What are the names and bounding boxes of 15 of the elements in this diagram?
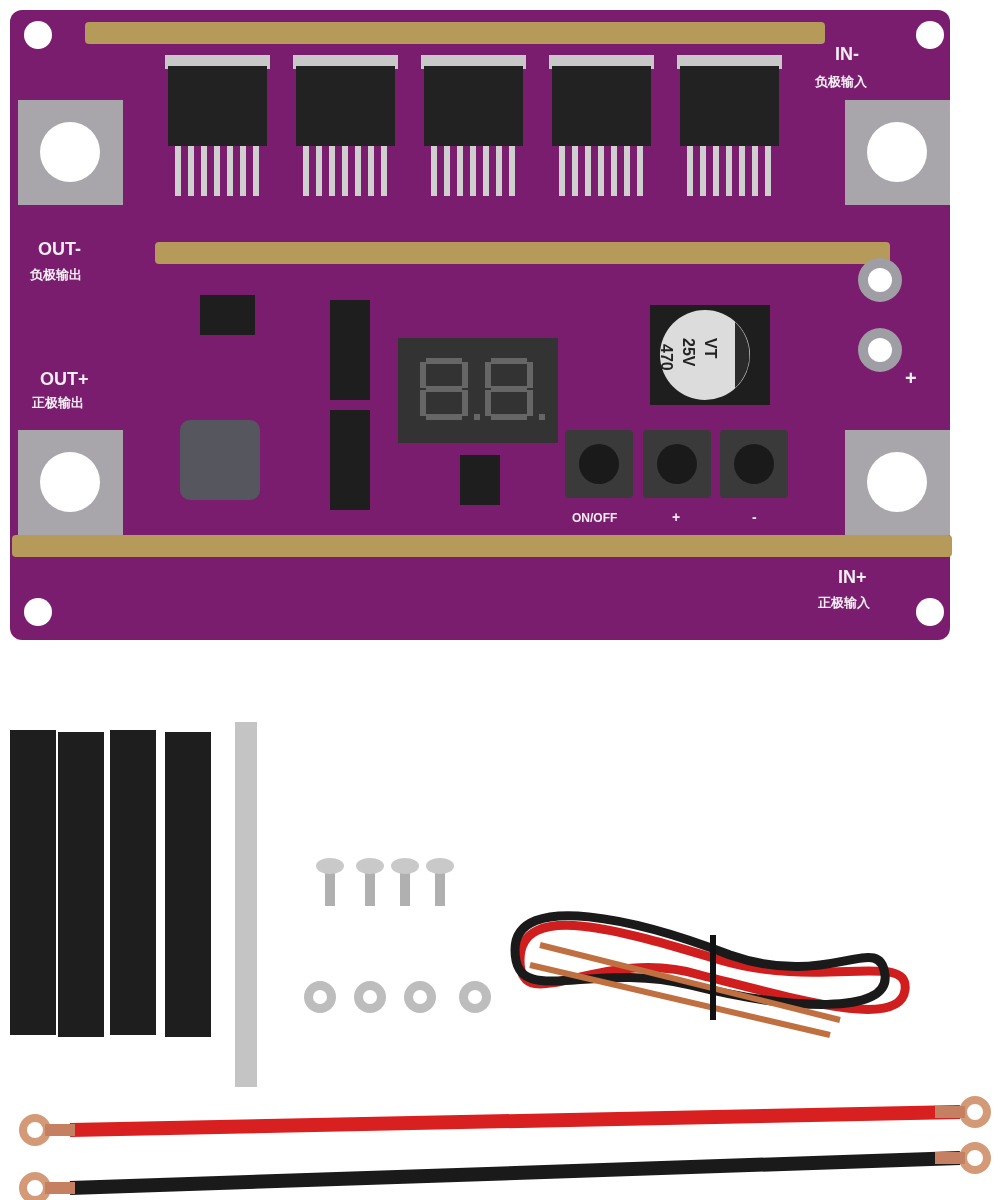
terminal-label: IN+ [838, 568, 867, 586]
terminal-label: 正极输入 [818, 596, 870, 609]
terminal-label: OUT+ [40, 370, 89, 388]
capacitor-marking: 25V [680, 338, 696, 367]
terminal-label: 正极输出 [32, 396, 84, 409]
button-label: ON/OFF [572, 512, 618, 524]
button-label: - [752, 510, 757, 524]
terminal-label: 负极输出 [30, 268, 82, 281]
button-label: + [672, 510, 681, 524]
polarity-mark: + [905, 368, 917, 388]
terminal-label: IN- [835, 45, 859, 63]
terminal-label: 负极输入 [815, 75, 867, 88]
terminal-label: OUT- [38, 240, 81, 258]
capacitor-marking: VT [702, 338, 718, 359]
capacitor-marking: 470 [658, 344, 674, 371]
